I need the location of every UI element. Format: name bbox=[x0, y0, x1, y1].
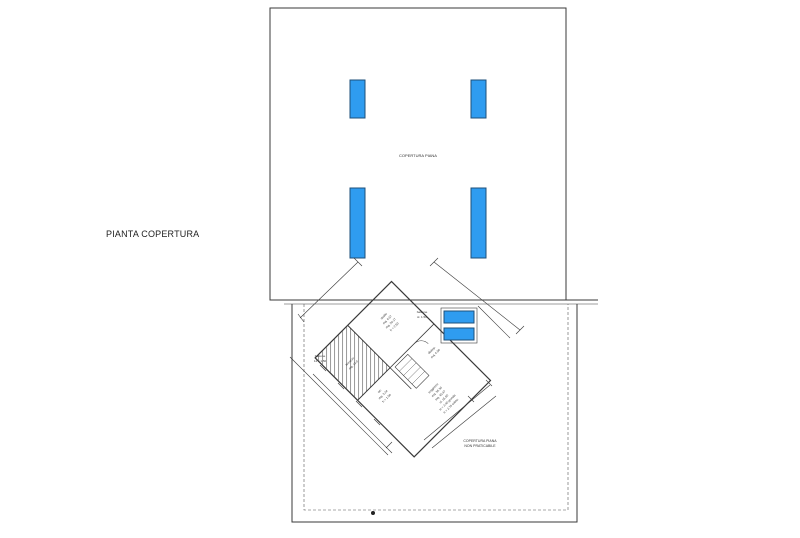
svg-text:mq. 4.50: mq. 4.50 bbox=[430, 348, 441, 359]
interior-wall bbox=[347, 325, 391, 369]
room-label-wc: wc bbox=[377, 388, 383, 394]
skylight bbox=[443, 310, 475, 324]
skylight bbox=[349, 79, 366, 119]
upper-roof-label: COPERTURA PIANA bbox=[399, 153, 437, 158]
plan-title: PIANTA COPERTURA bbox=[106, 229, 200, 239]
lower-roof-inner-line bbox=[303, 304, 569, 511]
svg-text:h = 1.50: h = 1.50 bbox=[381, 393, 392, 404]
room-label-studio: studio bbox=[379, 312, 388, 321]
skylight bbox=[349, 187, 366, 259]
balcony-label: balcone bbox=[417, 310, 428, 314]
interior-wall bbox=[389, 367, 412, 390]
rotated-house: terrazzo mq. 13.0 studio mq. 8.57 mq. 28… bbox=[314, 280, 492, 458]
skylight bbox=[443, 327, 475, 341]
svg-text:mq. 13.0: mq. 13.0 bbox=[348, 359, 359, 370]
svg-text:h = 2.50: h = 2.50 bbox=[389, 321, 400, 332]
svg-text:NON PRATICABILE: NON PRATICABILE bbox=[464, 444, 496, 448]
svg-text:sl. 15.60: sl. 15.60 bbox=[438, 393, 449, 404]
balcony-label: balcone bbox=[315, 354, 326, 358]
stair bbox=[394, 353, 430, 389]
dimension-lines bbox=[289, 257, 525, 456]
room-label-disimpegno: disimp. bbox=[427, 345, 437, 355]
skylight-frame bbox=[440, 307, 478, 344]
svg-text:mq. 3.24: mq. 3.24 bbox=[377, 389, 388, 400]
door-swing bbox=[413, 340, 429, 344]
skylight bbox=[470, 187, 487, 259]
svg-text:mq. 8.57: mq. 8.57 bbox=[382, 314, 393, 325]
lower-roof-label: COPERTURA PIANA bbox=[463, 439, 497, 443]
north-marker-icon bbox=[371, 511, 375, 515]
svg-text:sl. 1.50: sl. 1.50 bbox=[417, 315, 427, 319]
skylight bbox=[470, 79, 487, 119]
room-label-terrace: terrazzo bbox=[345, 356, 356, 367]
svg-text:14 x 1.50: 14 x 1.50 bbox=[314, 359, 327, 363]
interior-wall bbox=[357, 323, 435, 401]
lower-roof-outline bbox=[291, 304, 578, 523]
